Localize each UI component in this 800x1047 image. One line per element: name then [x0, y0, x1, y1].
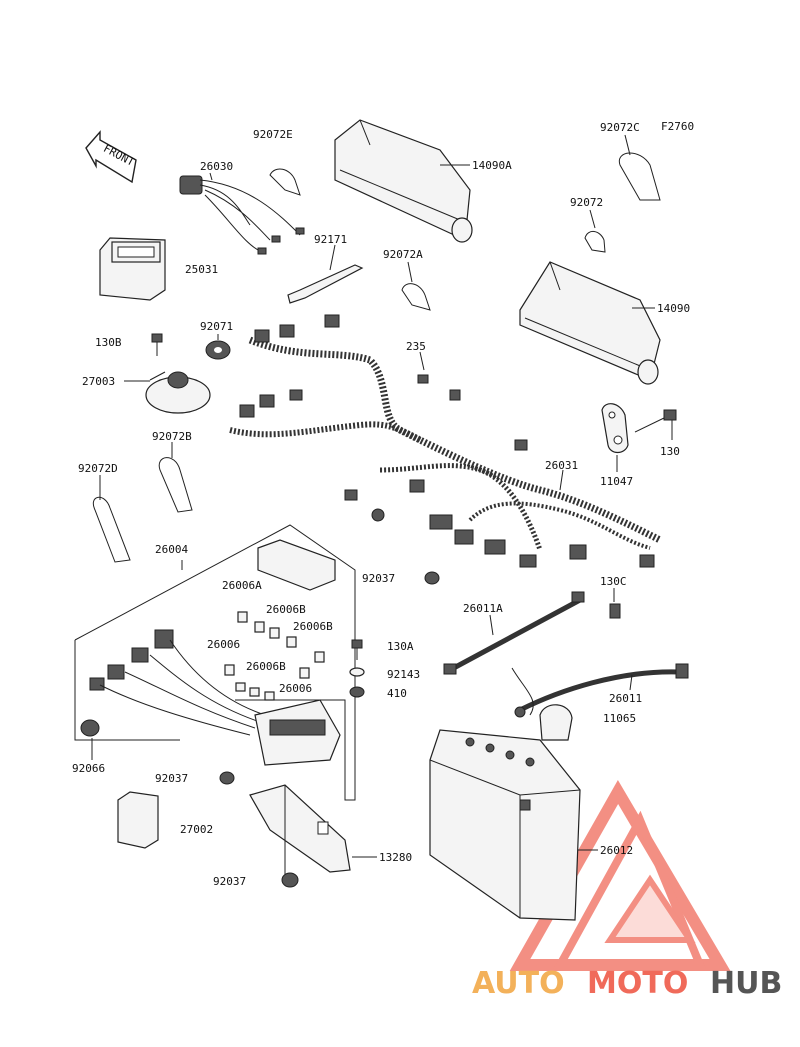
label-26006B-3: 26006B [246, 660, 286, 673]
front-arrow-icon: FRONT [85, 130, 137, 184]
label-25031: 25031 [185, 263, 218, 276]
label-27002: 27002 [180, 823, 213, 836]
clamp-92072B [158, 457, 193, 513]
label-27003: 27003 [82, 375, 115, 388]
clip-92037-a [424, 571, 440, 585]
clamp-92072E [269, 168, 301, 196]
label-26004: 26004 [155, 543, 188, 556]
label-235: 235 [406, 340, 426, 353]
label-13280: 13280 [379, 851, 412, 864]
label-26006B-2: 26006B [293, 620, 333, 633]
bracket-13280 [249, 784, 351, 880]
label-92143: 92143 [387, 668, 420, 681]
label-26006-2: 26006 [279, 682, 312, 695]
label-130: 130 [660, 445, 680, 458]
grommet-92066 [80, 719, 100, 737]
label-410: 410 [387, 687, 407, 700]
label-92072E: 92072E [253, 128, 293, 141]
battery-26012 [429, 729, 581, 921]
label-26006A: 26006A [222, 579, 262, 592]
clamp-92072C [618, 152, 661, 201]
junction-box-group-26004 [74, 524, 356, 801]
watermark-hub: HUB [710, 966, 782, 1001]
label-26031: 26031 [545, 459, 578, 472]
label-26006B-1: 26006B [266, 603, 306, 616]
clip-235 [417, 374, 429, 384]
label-26030: 26030 [200, 160, 233, 173]
bracket-92171 [287, 264, 364, 304]
relay-27002 [117, 791, 159, 849]
label-14090: 14090 [657, 302, 690, 315]
label-92037-c: 92037 [213, 875, 246, 888]
label-11065: 11065 [603, 712, 636, 725]
cover-14090 [519, 261, 661, 385]
clamp-92072A [401, 283, 431, 311]
label-130A: 130A [387, 640, 414, 653]
bracket-11047 [601, 403, 629, 454]
label-92037-a: 92037 [362, 572, 395, 585]
label-14090A: 14090A [472, 159, 512, 172]
cable-26011 [511, 663, 689, 718]
grommet-92071 [205, 340, 231, 360]
label-11047: 11047 [600, 475, 633, 488]
main-harness-26031 [229, 314, 662, 568]
label-92071: 92071 [200, 320, 233, 333]
label-92072: 92072 [570, 196, 603, 209]
cable-26011A [443, 591, 585, 675]
label-26011: 26011 [609, 692, 642, 705]
bolt-130C [609, 603, 621, 619]
cap-11065 [539, 704, 573, 741]
hour-meter-25031 [99, 237, 166, 301]
label-92066: 92066 [72, 762, 105, 775]
clamp-92072 [584, 231, 606, 253]
junction-wiring [89, 629, 341, 766]
label-130B: 130B [95, 336, 122, 349]
nut-410 [349, 686, 365, 698]
label-26006-1: 26006 [207, 638, 240, 651]
label-92037-b: 92037 [155, 772, 188, 785]
clip-92037-b [219, 771, 235, 785]
sub-harness-26030 [179, 175, 305, 255]
label-26012: 26012 [600, 844, 633, 857]
label-92072C: 92072C [600, 121, 640, 134]
watermark-auto: AUTO [472, 966, 565, 1001]
figure-code: F2760 [661, 120, 694, 133]
horn-27003 [145, 371, 211, 414]
watermark-moto: MOTO [587, 966, 688, 1001]
clip-92037-c [281, 872, 299, 888]
cover-14090A [334, 119, 473, 243]
clamp-92072D [92, 496, 131, 563]
label-92072D: 92072D [78, 462, 118, 475]
bolt-130A [351, 639, 363, 660]
label-92072B: 92072B [152, 430, 192, 443]
bolt-130B [151, 333, 163, 356]
bolt-130 [634, 409, 677, 433]
label-26011A: 26011A [463, 602, 503, 615]
label-130C: 130C [600, 575, 627, 588]
cover-26006A [257, 539, 336, 591]
label-92171: 92171 [314, 233, 347, 246]
watermark-text: AUTO MOTO HUB [472, 966, 782, 1001]
label-92072A: 92072A [383, 248, 423, 261]
fuses-26006 [224, 611, 325, 701]
washer-92143 [349, 667, 365, 677]
